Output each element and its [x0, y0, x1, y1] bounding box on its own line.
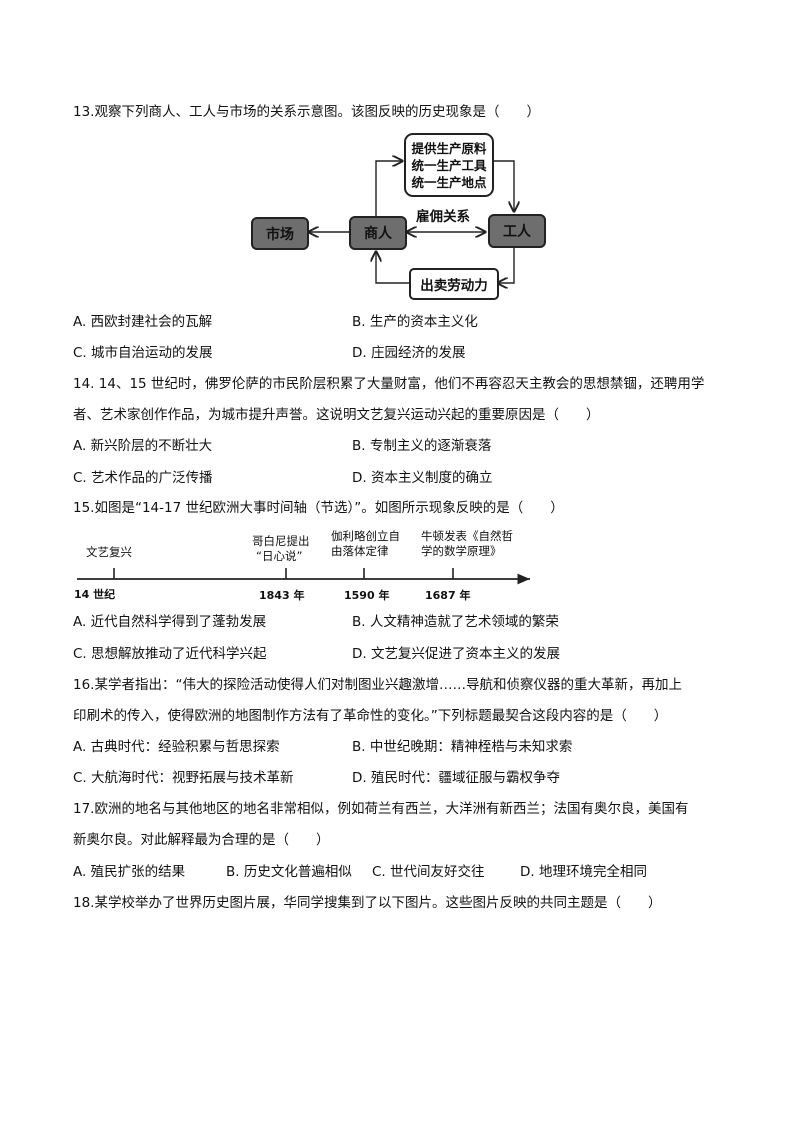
q16-stem-line-2: 印刷术的传入，使得欧洲的地图制作方法有了革命性的变化。”下列标题最契合这段内容的… [73, 708, 668, 724]
q16-option-b[interactable]: B. 中世纪晚期：精神桎梏与未知求索 [352, 739, 573, 755]
q15-option-d[interactable]: D. 文艺复兴促进了资本主义的发展 [352, 646, 560, 662]
q17-option-c[interactable]: C. 世代间友好交往 [372, 864, 485, 880]
worker-label: 工人 [503, 224, 531, 240]
q16-option-d[interactable]: D. 殖民时代：疆域征服与霸权争夺 [352, 770, 560, 786]
event-copernicus-2: “日心说” [256, 549, 303, 563]
event-galileo-1: 伽利略创立自 [331, 529, 400, 543]
q13-option-b[interactable]: B. 生产的资本主义化 [352, 314, 478, 330]
tick-1687: 1687 年 [425, 589, 471, 602]
merchant-label: 商人 [364, 226, 392, 242]
q15-option-a[interactable]: A. 近代自然科学得到了蓬勃发展 [73, 614, 267, 630]
q13-option-d[interactable]: D. 庄园经济的发展 [352, 345, 466, 361]
q17-option-a[interactable]: A. 殖民扩张的结果 [73, 864, 186, 880]
q17-option-b[interactable]: B. 历史文化普遍相似 [226, 864, 352, 880]
event-renaissance: 文艺复兴 [86, 545, 132, 559]
q15-option-b[interactable]: B. 人文精神造就了艺术领域的繁荣 [352, 614, 559, 630]
merchant-box: 商人 [349, 216, 407, 250]
provide-line-1: 提供生产原料 [411, 140, 487, 156]
q13-option-c[interactable]: C. 城市自治运动的发展 [73, 345, 213, 361]
q13-stem: 13.观察下列商人、工人与市场的关系示意图。该图反映的历史现象是（ ） [73, 104, 540, 120]
worker-box: 工人 [488, 214, 546, 248]
market-box: 市场 [251, 217, 309, 250]
q14-option-c[interactable]: C. 艺术作品的广泛传播 [73, 470, 213, 486]
q17-stem-line-2: 新奥尔良。对此解释最为合理的是（ ） [73, 832, 330, 848]
q17-option-d[interactable]: D. 地理环境完全相同 [520, 864, 647, 880]
labor-box: 出卖劳动力 [409, 268, 499, 300]
tick-14c: 14 世纪 [74, 588, 116, 601]
tick-1843: 1843 年 [259, 589, 305, 602]
provide-box: 提供生产原料 统一生产工具 统一生产地点 [404, 133, 494, 197]
q14-option-a[interactable]: A. 新兴阶层的不断壮大 [73, 438, 213, 454]
employ-label: 雇佣关系 [416, 209, 470, 225]
q18-stem: 18.某学校举办了世界历史图片展，华同学搜集到了以下图片。这些图片反映的共同主题… [73, 895, 662, 911]
q16-stem-line-1: 16.某学者指出：“伟大的探险活动使得人们对制图业兴趣激增……导航和侦察仪器的重… [73, 677, 682, 693]
provide-line-3: 统一生产地点 [411, 174, 487, 190]
provide-line-2: 统一生产工具 [411, 157, 487, 173]
event-newton-1: 牛顿发表《自然哲 [421, 529, 513, 543]
market-label: 市场 [266, 226, 294, 243]
q14-stem-line-2: 者、艺术家创作作品，为城市提升声誉。这说明文艺复兴运动兴起的重要原因是（ ） [73, 407, 600, 423]
q17-stem-line-1: 17.欧洲的地名与其他地区的地名非常相似，例如荷兰有西兰，大洋洲有新西兰；法国有… [73, 801, 689, 817]
q15-stem: 15.如图是“14-17 世纪欧洲大事时间轴（节选）”。如图所示现象反映的是（ … [73, 500, 564, 516]
q13-option-a[interactable]: A. 西欧封建社会的瓦解 [73, 314, 213, 330]
q15-option-c[interactable]: C. 思想解放推动了近代科学兴起 [73, 646, 267, 662]
q13-arrows [0, 0, 794, 310]
event-galileo-2: 由落体定律 [331, 544, 389, 558]
tick-1590: 1590 年 [344, 589, 390, 602]
q16-option-c[interactable]: C. 大航海时代：视野拓展与技术革新 [73, 770, 294, 786]
q14-stem-line-1: 14. 14、15 世纪时，佛罗伦萨的市民阶层积累了大量财富，他们不再容忍天主教… [73, 376, 705, 392]
q16-option-a[interactable]: A. 古典时代：经验积累与哲思探索 [73, 739, 280, 755]
timeline-axis [77, 568, 530, 585]
event-copernicus-1: 哥白尼提出 [252, 534, 310, 548]
event-newton-2: 学的数学原理》 [421, 544, 502, 558]
q14-option-b[interactable]: B. 专制主义的逐渐衰落 [352, 438, 492, 454]
labor-label: 出卖劳动力 [420, 278, 488, 294]
q14-option-d[interactable]: D. 资本主义制度的确立 [352, 470, 493, 486]
